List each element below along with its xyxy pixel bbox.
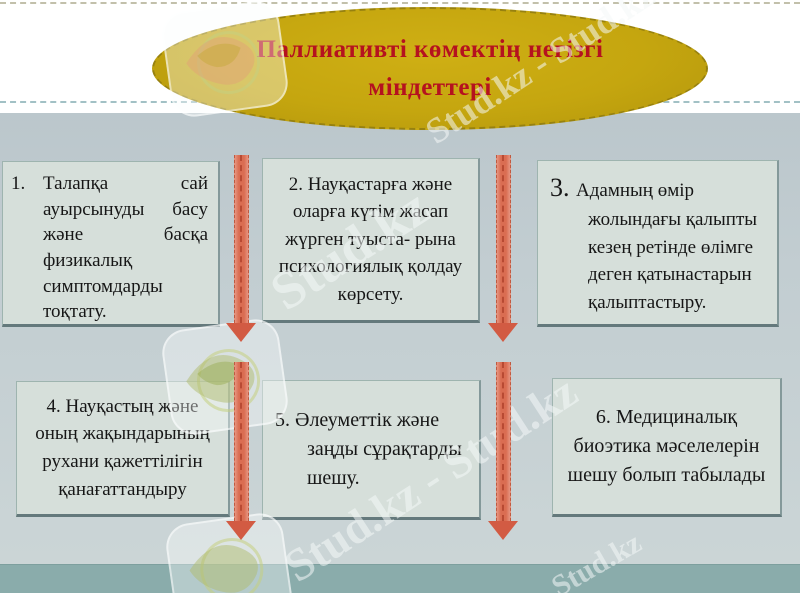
task-1-text: Талапқа сай ауырсынуды басу және басқа ф… [43,173,208,323]
arrow-head-icon [488,323,518,342]
task-5-number: 5. [275,408,295,431]
down-arrow-lower-right [488,362,518,540]
task-2-text: 2. Науқастарға және оларға күтім жасап ж… [278,173,463,305]
task-box-4: 4. Науқастың және оның жақындарының руха… [16,381,230,517]
footer-band [0,564,800,593]
title-oval-shape: Паллиативті көмектің негізгі міндеттері [152,7,708,130]
top-dashed-divider [0,2,800,4]
task-6-text: 6. Медициналық биоэтика мәселелерін шешу… [567,406,766,486]
task-5-text: Әлеуметтік және заңды сұрақтарды шешу. [295,408,462,489]
task-box-1: 1. Талапқа сай ауырсынуды басу және басқ… [2,161,220,327]
slide-title: Паллиативті көмектің негізгі міндеттері [256,36,604,101]
task-1-number: 1. [11,173,26,194]
arrow-shaft [233,155,249,323]
arrow-head-icon [226,521,256,540]
arrow-shaft [233,362,249,521]
task-box-6: 6. Медициналық биоэтика мәселелерін шешу… [552,378,782,517]
arrow-shaft [495,155,511,323]
down-arrow-upper-right [488,155,518,342]
task-3-number: 3. [550,172,576,202]
arrow-head-icon [488,521,518,540]
task-box-5: 5. Әлеуметтік және заңды сұрақтарды шешу… [262,380,481,520]
arrow-shaft [495,362,511,521]
task-box-2: 2. Науқастарға және оларға күтім жасап ж… [262,158,480,323]
down-arrow-lower-left [226,362,256,540]
arrow-head-icon [226,323,256,342]
task-box-3: 3. Адамның өмір жолындағы қалыпты кезең … [537,160,779,327]
task-4-text: 4. Науқастың және оның жақындарының руха… [35,395,210,500]
down-arrow-upper-left [226,155,256,342]
task-3-text: Адамның өмір жолындағы қалыпты кезең рет… [576,179,758,313]
